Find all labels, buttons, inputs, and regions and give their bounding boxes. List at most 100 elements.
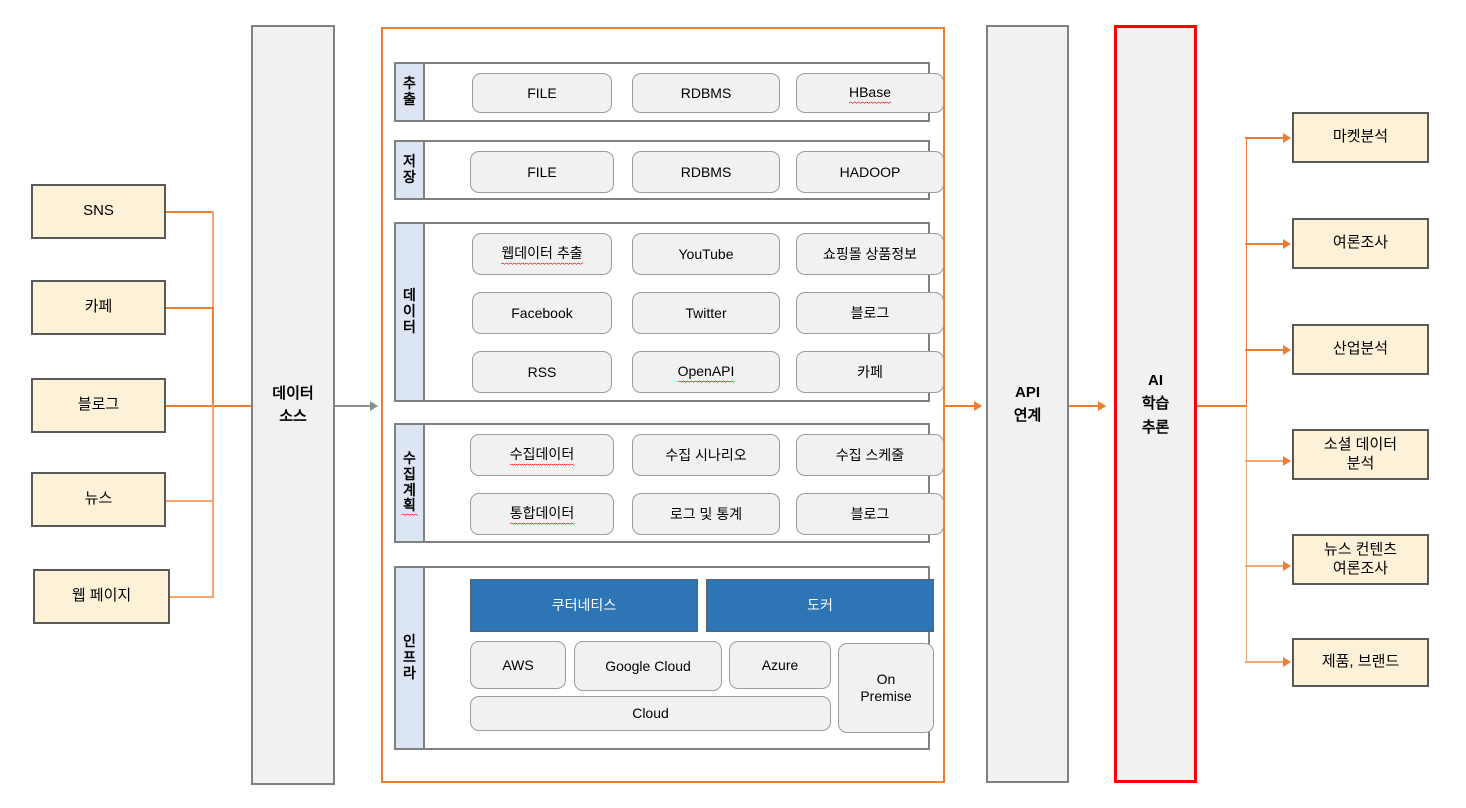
source-box-webpage[interactable]: 웹 페이지	[33, 569, 170, 624]
pill-plan-blog[interactable]: 블로그	[796, 493, 944, 535]
source-box-blog[interactable]: 블로그	[31, 378, 166, 433]
pill-extract-rdbms[interactable]: RDBMS	[632, 73, 780, 113]
pill-data-web-extract[interactable]: 웹데이터 추출	[472, 233, 612, 275]
pill-label: Google Cloud	[605, 657, 691, 674]
output-box-social-data-analysis[interactable]: 소셜 데이터 분석	[1292, 429, 1429, 480]
pill-data-rss[interactable]: RSS	[472, 351, 612, 393]
pill-data-cafe[interactable]: 카페	[796, 351, 944, 393]
pill-storage-file[interactable]: FILE	[470, 151, 614, 193]
connector-cafe-vertical	[212, 307, 214, 407]
output-box-news-content-poll[interactable]: 뉴스 컨텐츠 여론조사	[1292, 534, 1429, 585]
section-label-text: 데이터	[403, 287, 416, 335]
pill-data-shopping[interactable]: 쇼핑몰 상품정보	[796, 233, 944, 275]
pill-plan-schedule[interactable]: 수집 스케줄	[796, 434, 944, 476]
pill-label: RDBMS	[680, 84, 732, 101]
connector-branch-news	[1245, 565, 1285, 567]
pillar-data-source[interactable]: 데이터 소스	[251, 25, 335, 785]
connector-bus-upper	[1245, 138, 1248, 406]
connector-cafe	[166, 307, 214, 309]
pillar-label-line3: 추론	[1141, 418, 1170, 436]
pill-label: FILE	[527, 84, 557, 101]
pill-infra-docker[interactable]: 도커	[706, 579, 934, 632]
arrow-branch-social	[1283, 456, 1291, 466]
section-body-data: 웹데이터 추출 YouTube 쇼핑몰 상품정보 Facebook Twitte…	[425, 224, 944, 400]
section-body-collection-plan: 수집데이터 수집 시나리오 수집 스케줄 통합데이터 로그 및 통계 블로그	[425, 425, 944, 541]
source-box-label: 블로그	[77, 396, 120, 414]
output-box-label: 제품, 브랜드	[1321, 653, 1400, 671]
section-label-storage: 저장	[396, 142, 425, 198]
pill-data-twitter[interactable]: Twitter	[632, 292, 780, 334]
section-extract: 추출 FILE RDBMS HBase	[394, 62, 944, 122]
pillar-label-line1: 데이터	[272, 384, 314, 402]
pill-label: 수집 스케줄	[835, 446, 905, 463]
source-box-label: 웹 페이지	[71, 587, 132, 605]
pillar-label-line2: 소스	[279, 408, 307, 425]
connector-branch-poll	[1245, 243, 1285, 245]
section-label-text: 저장	[403, 153, 416, 185]
pill-infra-kubernetes[interactable]: 쿠터네티스	[470, 579, 698, 632]
source-box-news[interactable]: 뉴스	[31, 472, 166, 527]
pill-plan-scenario[interactable]: 수집 시나리오	[632, 434, 780, 476]
output-box-market-analysis[interactable]: 마켓분석	[1292, 112, 1429, 163]
pill-storage-hadoop[interactable]: HADOOP	[796, 151, 944, 193]
output-box-label: 여론조사	[1332, 234, 1389, 252]
pill-label: 수집 시나리오	[665, 446, 747, 463]
output-box-public-opinion-poll[interactable]: 여론조사	[1292, 218, 1429, 269]
section-label-text: 수집계획	[401, 450, 418, 516]
pill-label: AWS	[502, 656, 534, 673]
pill-extract-file[interactable]: FILE	[472, 73, 612, 113]
pillar-ai-learning-inference[interactable]: AI 학습 추론	[1114, 25, 1197, 783]
pill-label: On Premise	[860, 671, 912, 704]
pill-data-facebook[interactable]: Facebook	[472, 292, 612, 334]
pill-storage-rdbms[interactable]: RDBMS	[632, 151, 780, 193]
pill-label: Facebook	[511, 304, 573, 321]
pill-label: 통합데이터	[509, 505, 575, 525]
output-box-product-brand[interactable]: 제품, 브랜드	[1292, 638, 1429, 687]
pill-label: 쿠터네티스	[551, 597, 617, 614]
section-body-extract: FILE RDBMS HBase	[425, 64, 944, 120]
pill-extract-hbase[interactable]: HBase	[796, 73, 944, 113]
connector-platform-to-api	[945, 405, 981, 407]
connector-branch-industry	[1245, 349, 1285, 351]
pill-label: 로그 및 통계	[669, 505, 743, 522]
pillar-api-integration[interactable]: API 연계	[986, 25, 1069, 783]
section-collection-plan: 수집계획 수집데이터 수집 시나리오 수집 스케줄 통합데이터 로그 및 통계 …	[394, 423, 944, 543]
section-label-text: 추출	[403, 75, 416, 107]
pill-data-openapi[interactable]: OpenAPI	[632, 351, 780, 393]
connector-sns	[166, 211, 214, 213]
arrow-branch-market	[1283, 133, 1291, 143]
pill-plan-log-stats[interactable]: 로그 및 통계	[632, 493, 780, 535]
pill-label: 블로그	[850, 304, 890, 321]
source-box-label: 카페	[84, 298, 113, 316]
pill-plan-collect-data[interactable]: 수집데이터	[470, 434, 614, 476]
pill-plan-integrated-data[interactable]: 통합데이터	[470, 493, 614, 535]
section-storage: 저장 FILE RDBMS HADOOP	[394, 140, 944, 200]
pill-data-blog[interactable]: 블로그	[796, 292, 944, 334]
pill-label: Cloud	[632, 705, 669, 722]
pill-infra-google-cloud[interactable]: Google Cloud	[574, 641, 722, 691]
pill-label: HADOOP	[839, 163, 901, 180]
pill-infra-on-premise[interactable]: On Premise	[838, 643, 934, 733]
pill-infra-azure[interactable]: Azure	[729, 641, 831, 689]
pill-infra-aws[interactable]: AWS	[470, 641, 566, 689]
pillar-label-line2: 학습	[1141, 395, 1170, 413]
output-box-label: 마켓분석	[1332, 128, 1389, 146]
arrow-branch-industry	[1283, 345, 1291, 355]
output-box-industry-analysis[interactable]: 산업분석	[1292, 324, 1429, 375]
pill-infra-cloud[interactable]: Cloud	[470, 696, 831, 731]
pill-label: 쇼핑몰 상품정보	[822, 245, 918, 262]
source-box-sns[interactable]: SNS	[31, 184, 166, 239]
pill-data-youtube[interactable]: YouTube	[632, 233, 780, 275]
arrow-datasource-to-platform	[370, 401, 378, 411]
connector-webpage-vertical	[212, 405, 214, 597]
pill-label: 도커	[807, 597, 833, 614]
section-label-collection-plan: 수집계획	[396, 425, 425, 541]
section-label-infra: 인프라	[396, 568, 425, 748]
source-box-label: SNS	[83, 202, 114, 220]
pillar-label-line1: AI	[1148, 372, 1163, 390]
pill-label: Azure	[761, 656, 799, 673]
section-label-extract: 추출	[396, 64, 425, 120]
arrow-api-to-ai	[1098, 401, 1106, 411]
source-box-cafe[interactable]: 카페	[31, 280, 166, 335]
